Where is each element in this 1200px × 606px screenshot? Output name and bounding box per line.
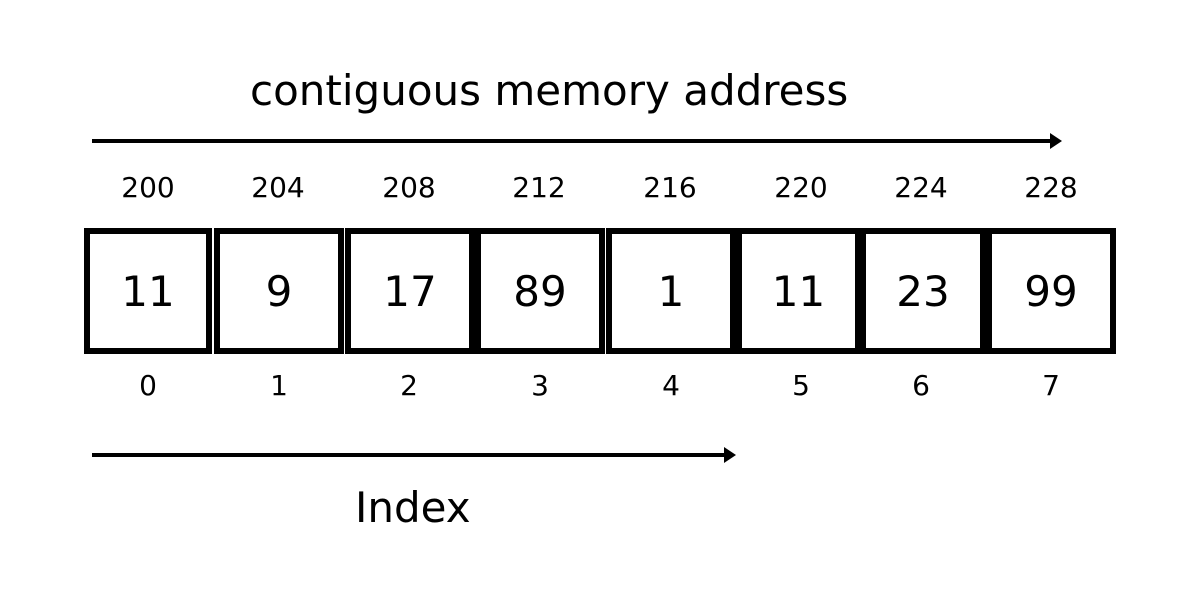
address-label: 212 (512, 171, 566, 204)
index-title: Index (355, 483, 471, 532)
array-cell-value: 11 (736, 228, 861, 354)
address-label: 216 (643, 171, 697, 204)
index-arrow-head (724, 447, 736, 463)
index-label: 7 (1042, 369, 1060, 402)
memory-address-title: contiguous memory address (250, 66, 849, 115)
index-row: 0 1 2 3 4 5 6 7 (0, 366, 1200, 406)
address-label: 204 (251, 171, 305, 204)
index-label: 6 (912, 369, 930, 402)
address-label: 224 (894, 171, 948, 204)
index-label: 5 (792, 369, 810, 402)
address-label: 200 (121, 171, 175, 204)
memory-address-arrow-line (92, 139, 1052, 143)
address-label: 228 (1024, 171, 1078, 204)
address-label: 220 (774, 171, 828, 204)
memory-address-arrow-head (1050, 133, 1062, 149)
array-cell-value: 9 (214, 228, 344, 354)
index-label: 2 (400, 369, 418, 402)
array-cell-value: 1 (606, 228, 736, 354)
index-arrow-line (92, 453, 726, 457)
index-label: 1 (270, 369, 288, 402)
array-cell-value: 11 (84, 228, 212, 354)
array-cell-value: 23 (860, 228, 986, 354)
address-label: 208 (382, 171, 436, 204)
array-cell-value: 17 (345, 228, 475, 354)
array-cell-value: 99 (986, 228, 1116, 354)
index-label: 3 (531, 369, 549, 402)
index-label: 4 (662, 369, 680, 402)
address-row: 200 204 208 212 216 220 224 228 (0, 170, 1200, 206)
array-cell-value: 89 (475, 228, 605, 354)
index-label: 0 (139, 369, 157, 402)
